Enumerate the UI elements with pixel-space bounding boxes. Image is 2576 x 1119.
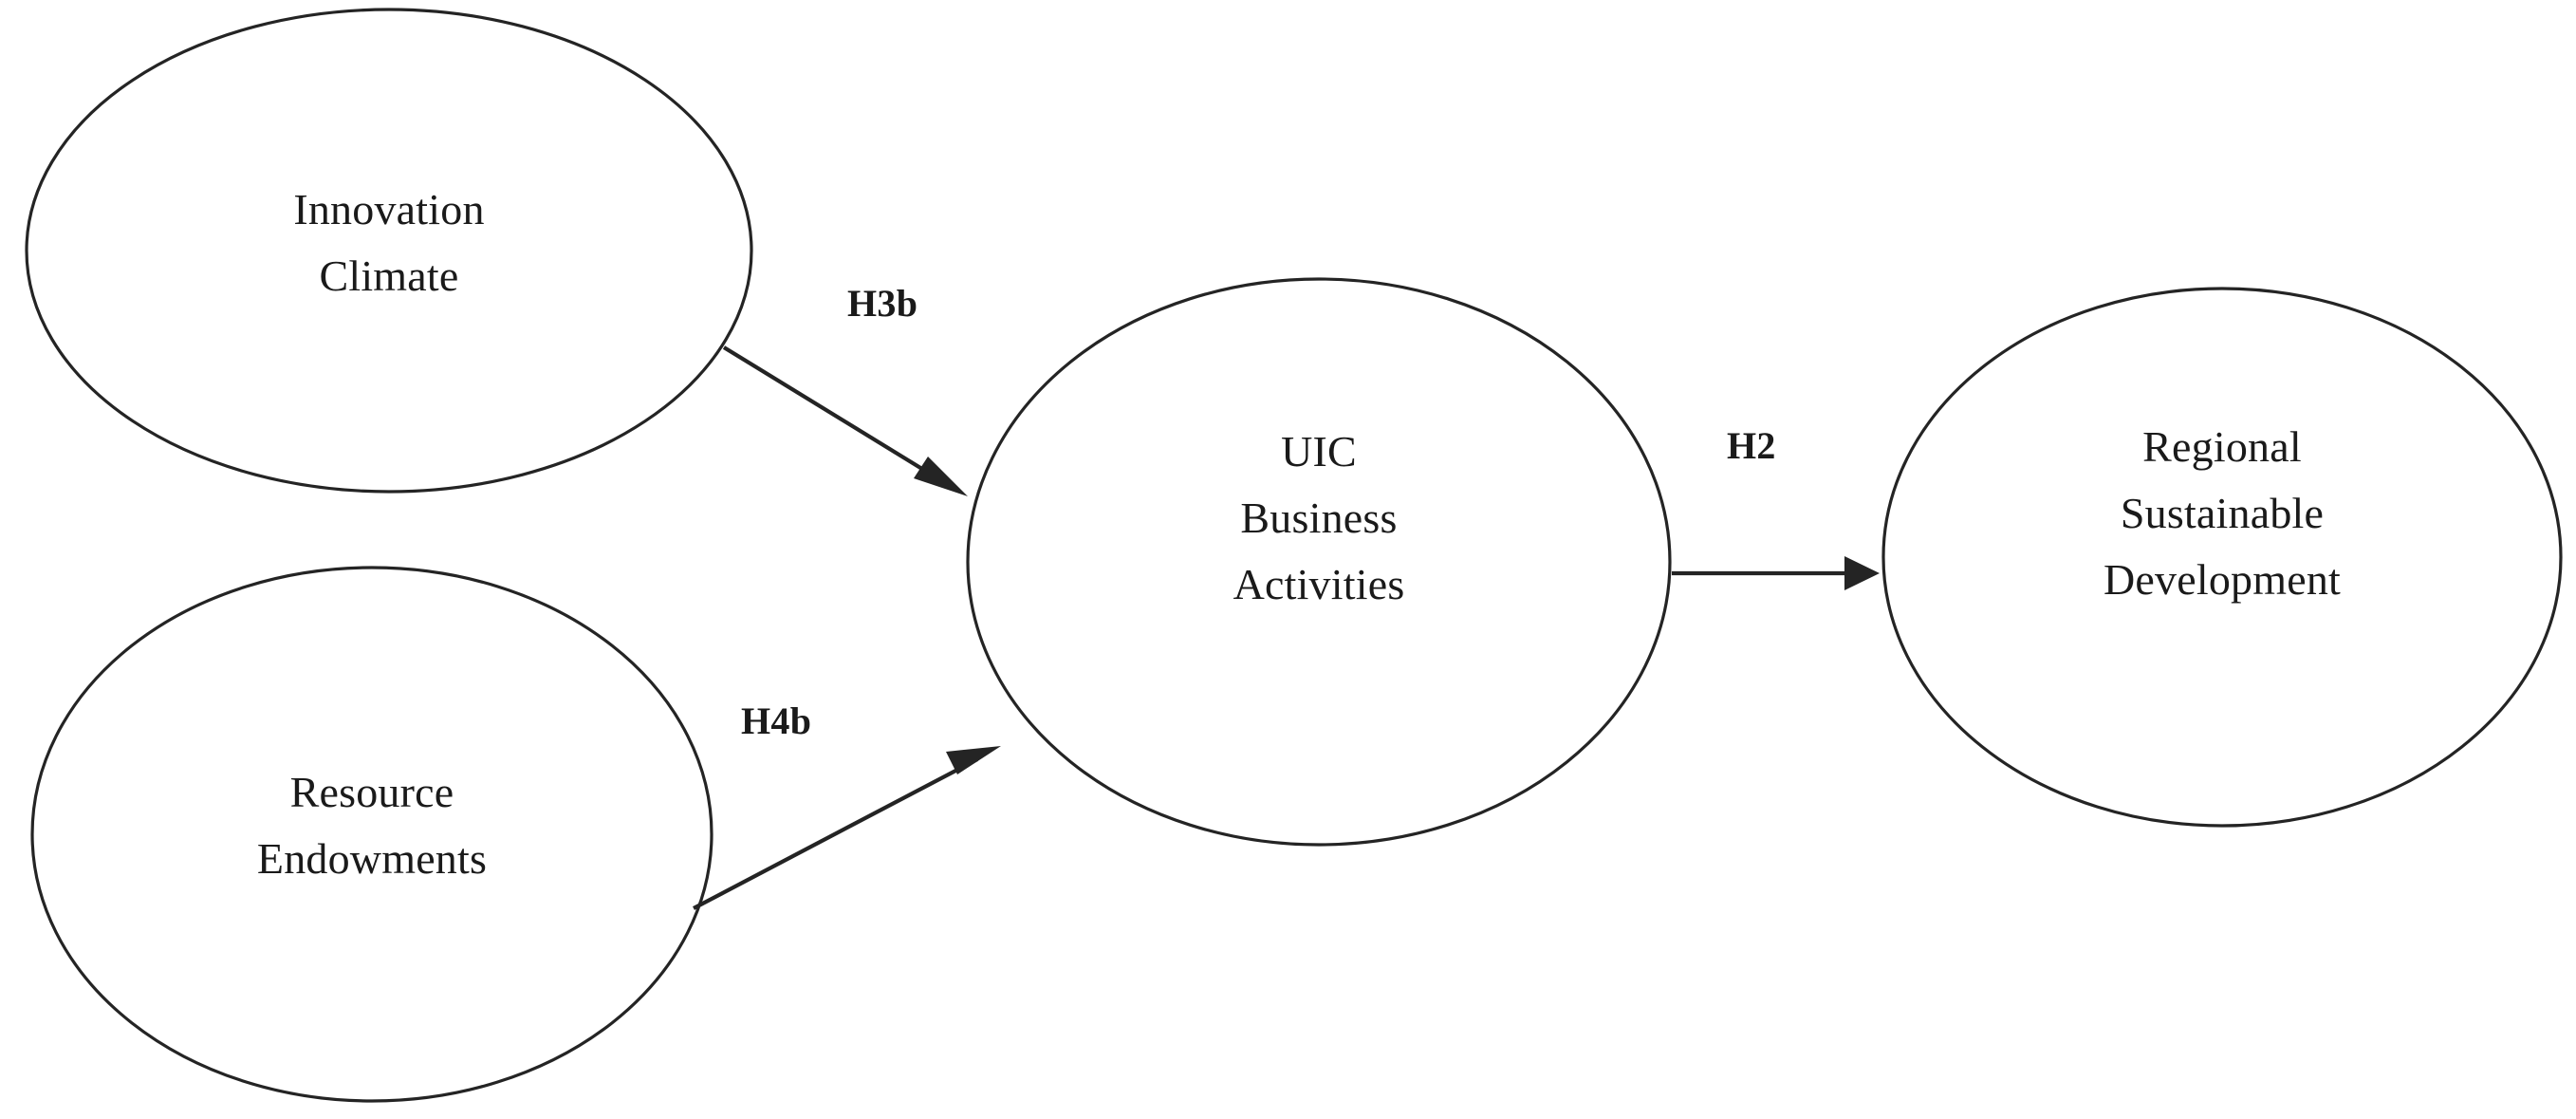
edge-label-h4b: H4b <box>741 699 812 742</box>
node-regional-sustainable-development-shape[interactable] <box>1881 287 2563 828</box>
edge-h4b-arrow[interactable] <box>693 746 1001 910</box>
node-resource-endowments-line-2: Endowments <box>256 833 488 883</box>
node-uic-business-activities-label: UIC Business Activities <box>1129 419 1509 618</box>
node-resource-endowments-shape[interactable] <box>30 566 713 1103</box>
edge-label-h3b: H3b <box>847 282 918 325</box>
node-innovation-climate-label: Innovation Climate <box>199 177 579 309</box>
node-regional-sustainable-development-line-1: Regional <box>2142 422 2302 471</box>
node-uic-business-activities-shape[interactable] <box>966 277 1672 847</box>
edge-h3b-arrow[interactable] <box>722 345 968 496</box>
node-regional-sustainable-development-label: Regional Sustainable Development <box>2004 414 2440 613</box>
node-resource-endowments-line-1: Resource <box>289 768 454 816</box>
node-innovation-climate-shape[interactable] <box>25 8 753 494</box>
edge-label-h2: H2 <box>1727 424 1776 467</box>
node-innovation-climate-line-1: Innovation <box>293 185 485 233</box>
node-innovation-climate-line-2: Climate <box>319 251 459 300</box>
node-regional-sustainable-development-line-3: Development <box>2103 554 2341 604</box>
node-uic-business-activities-line-3: Activities <box>1232 559 1405 608</box>
edge-h2-arrow[interactable] <box>1672 556 1880 590</box>
node-regional-sustainable-development-line-2: Sustainable <box>2120 488 2325 537</box>
node-uic-business-activities-line-2: Business <box>1240 493 1398 542</box>
node-resource-endowments-label: Resource Endowments <box>173 759 571 892</box>
node-uic-business-activities-line-1: UIC <box>1281 427 1357 476</box>
